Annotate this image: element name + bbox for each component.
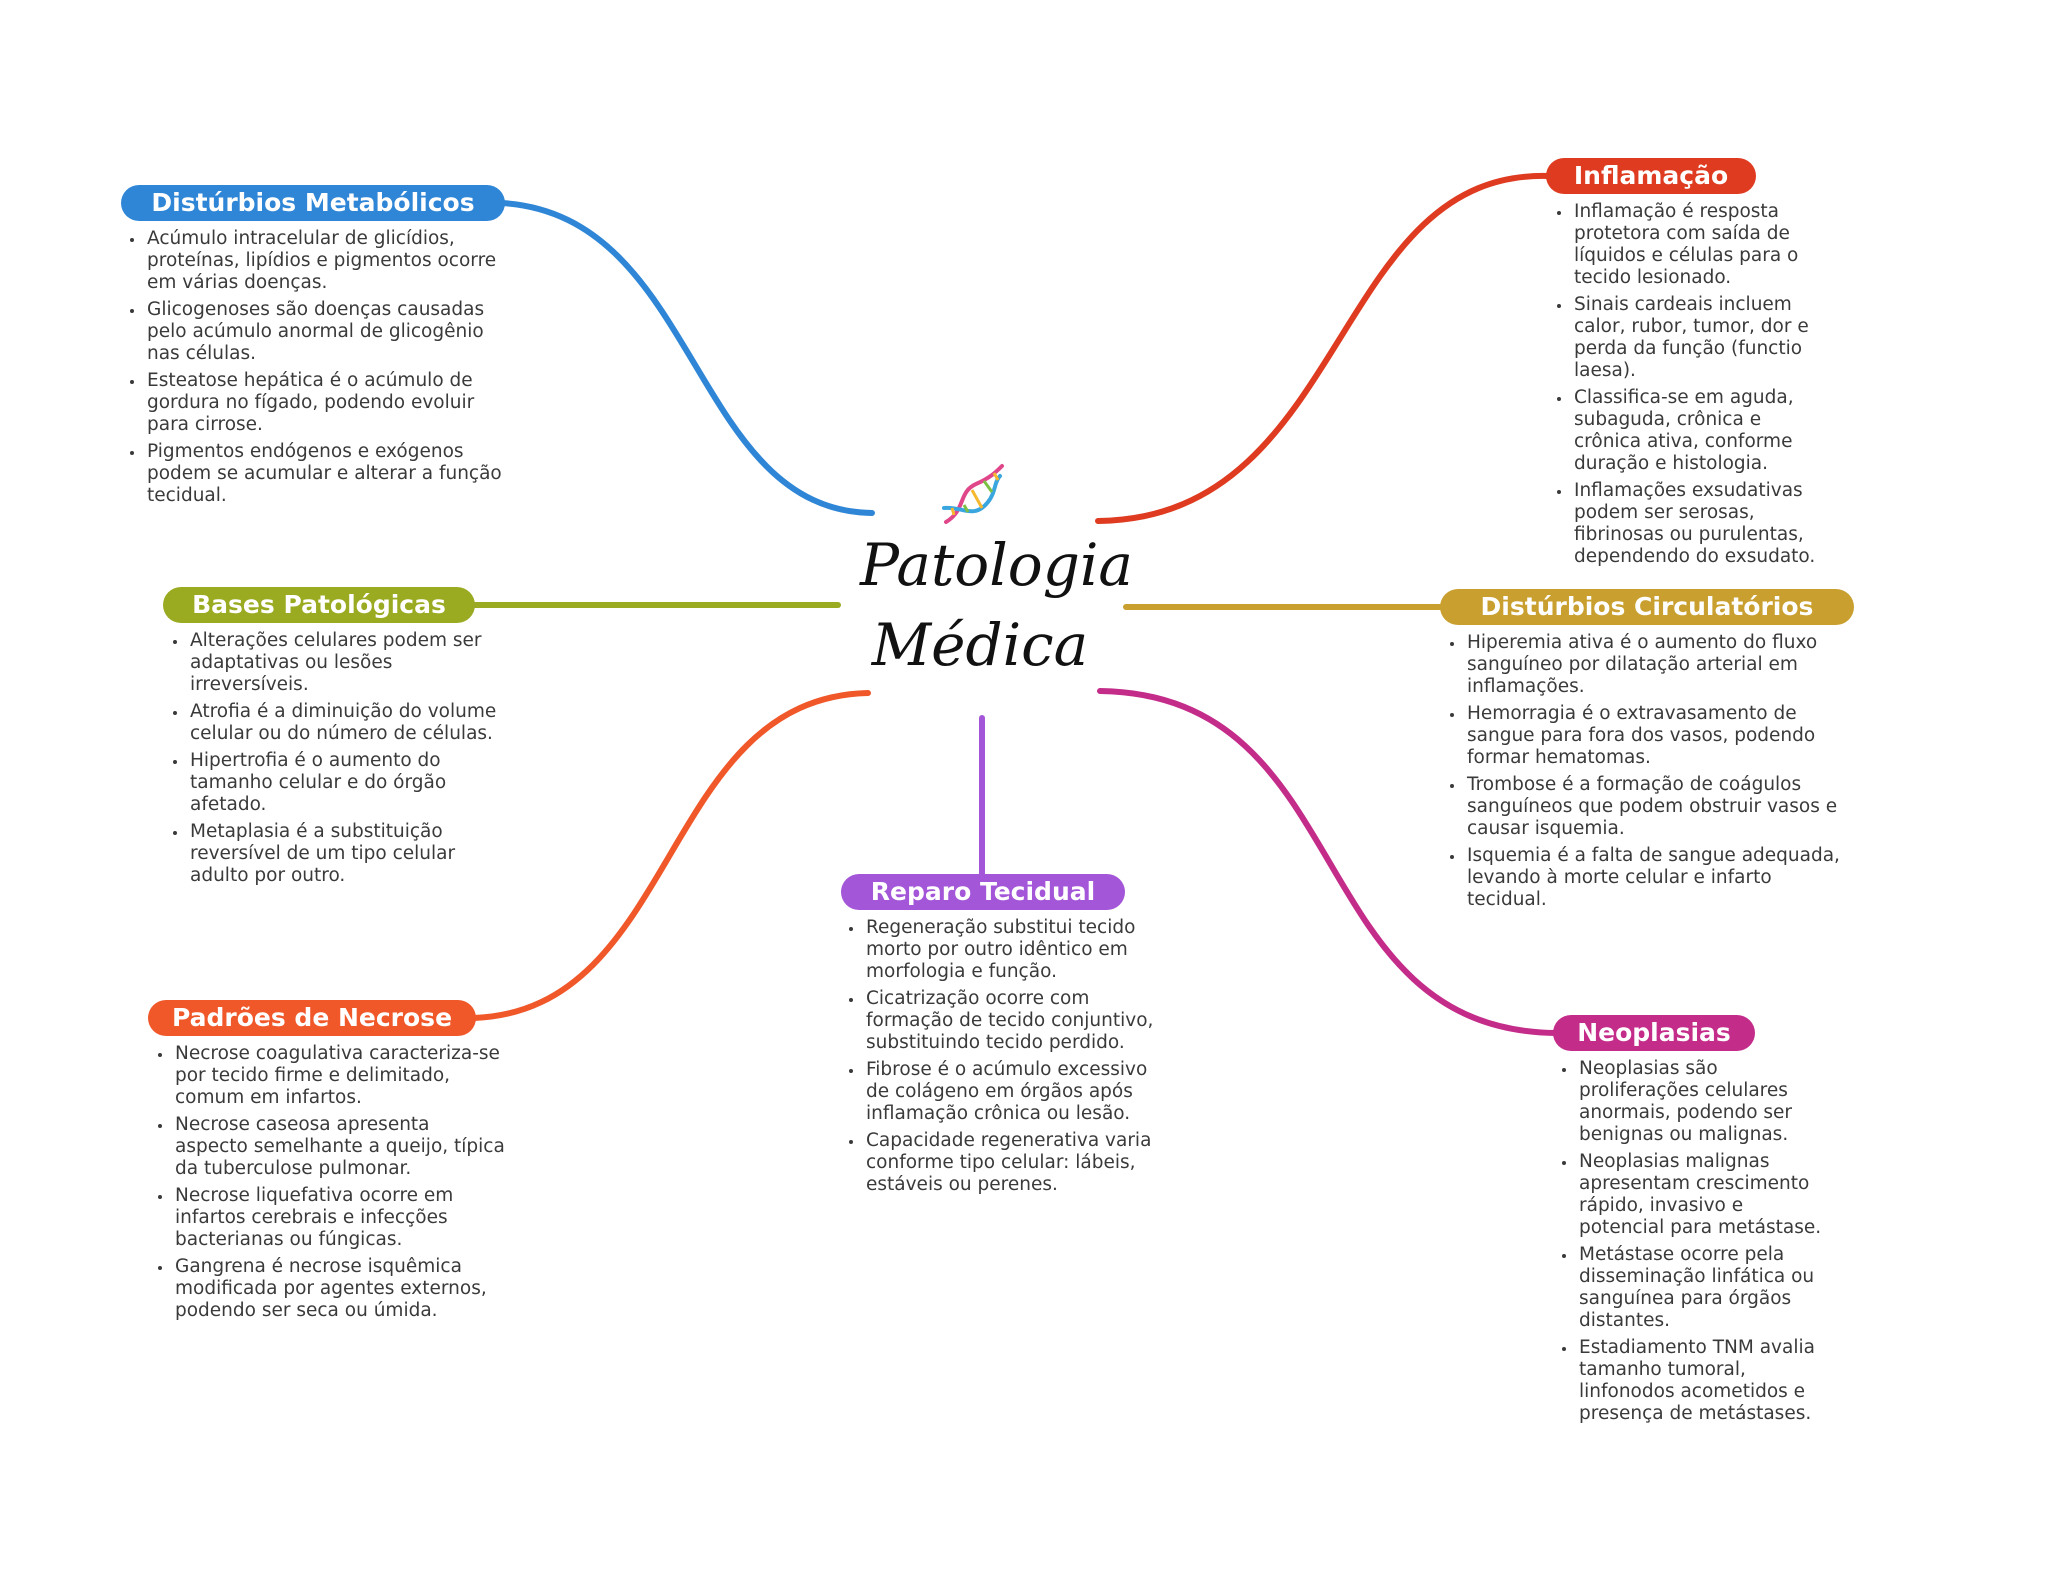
- notes-reparo: Regeneração substitui tecido morto por o…: [846, 917, 1164, 1201]
- central-topic-line-2: Médica: [871, 611, 1089, 679]
- branch-circulatorios[interactable]: Distúrbios Circulatórios: [1440, 589, 1854, 625]
- notes-metabolicos: Acúmulo intracelular de glicídios, prote…: [127, 228, 517, 512]
- list-item: Classifica-se em aguda, subaguda, crônic…: [1572, 387, 1817, 475]
- list-item: Alterações celulares podem ser adaptativ…: [188, 630, 508, 696]
- list-item: Neoplasias são proliferações celulares a…: [1577, 1058, 1822, 1146]
- link-necrose: [471, 690, 871, 1021]
- branch-metabolicos[interactable]: Distúrbios Metabólicos: [121, 185, 505, 221]
- list-item: Necrose caseosa apresenta aspecto semelh…: [173, 1114, 508, 1180]
- list-item: Hemorragia é o extravasamento de sangue …: [1465, 703, 1845, 769]
- dna-icon: [942, 464, 1004, 524]
- branch-necrose[interactable]: Padrões de Necrose: [148, 1000, 476, 1036]
- list-item: Sinais cardeais incluem calor, rubor, tu…: [1572, 294, 1817, 382]
- list-item: Esteatose hepática é o acúmulo de gordur…: [145, 370, 517, 436]
- list-item: Neoplasias malignas apresentam crescimen…: [1577, 1151, 1822, 1239]
- branch-neoplasias[interactable]: Neoplasias: [1553, 1015, 1755, 1051]
- list-item: Estadiamento TNM avalia tamanho tumoral,…: [1577, 1337, 1822, 1425]
- list-item: Hiperemia ativa é o aumento do fluxo san…: [1465, 632, 1845, 698]
- notes-necrose: Necrose coagulativa caracteriza-se por t…: [155, 1043, 508, 1327]
- list-item: Cicatrização ocorre com formação de teci…: [864, 988, 1164, 1054]
- list-item: Metástase ocorre pela disseminação linfá…: [1577, 1244, 1822, 1332]
- branch-reparo[interactable]: Reparo Tecidual: [841, 874, 1125, 910]
- link-neoplasias: [1097, 688, 1559, 1036]
- list-item: Isquemia é a falta de sangue adequada, l…: [1465, 845, 1845, 911]
- list-item: Inflamações exsudativas podem ser serosa…: [1572, 480, 1817, 568]
- branch-bases[interactable]: Bases Patológicas: [163, 587, 475, 623]
- list-item: Fibrose é o acúmulo excessivo de colágen…: [864, 1059, 1164, 1125]
- notes-neoplasias: Neoplasias são proliferações celulares a…: [1559, 1058, 1822, 1430]
- branch-inflamacao[interactable]: Inflamação: [1546, 158, 1756, 194]
- list-item: Trombose é a formação de coágulos sanguí…: [1465, 774, 1845, 840]
- notes-circulatorios: Hiperemia ativa é o aumento do fluxo san…: [1447, 632, 1845, 916]
- list-item: Regeneração substitui tecido morto por o…: [864, 917, 1164, 983]
- list-item: Pigmentos endógenos e exógenos podem se …: [145, 441, 517, 507]
- link-inflamacao: [1095, 172, 1551, 524]
- list-item: Metaplasia é a substituição reversível d…: [188, 821, 508, 887]
- central-topic[interactable]: Patologia Médica: [860, 525, 1133, 685]
- list-item: Gangrena é necrose isquêmica modificada …: [173, 1256, 508, 1322]
- list-item: Glicogenoses são doenças causadas pelo a…: [145, 299, 517, 365]
- link-metabolicos: [499, 200, 875, 516]
- list-item: Necrose coagulativa caracteriza-se por t…: [173, 1043, 508, 1109]
- list-item: Inflamação é resposta protetora com saíd…: [1572, 201, 1817, 289]
- list-item: Atrofia é a diminuição do volume celular…: [188, 701, 508, 745]
- notes-bases: Alterações celulares podem ser adaptativ…: [170, 630, 508, 892]
- list-item: Acúmulo intracelular de glicídios, prote…: [145, 228, 517, 294]
- list-item: Necrose liquefativa ocorre em infartos c…: [173, 1185, 508, 1251]
- central-topic-line-1: Patologia: [860, 531, 1133, 599]
- list-item: Capacidade regenerativa varia conforme t…: [864, 1130, 1164, 1196]
- notes-inflamacao: Inflamação é resposta protetora com saíd…: [1554, 201, 1817, 573]
- list-item: Hipertrofia é o aumento do tamanho celul…: [188, 750, 508, 816]
